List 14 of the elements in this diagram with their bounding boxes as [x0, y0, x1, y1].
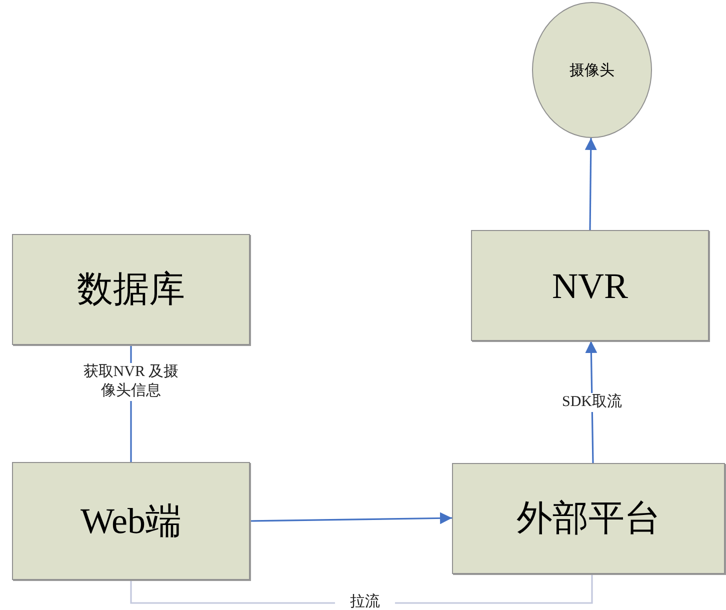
node-label: Web端 — [80, 500, 182, 542]
edge-label: SDK取流 — [562, 393, 622, 412]
node-label: NVR — [552, 264, 628, 306]
arrow — [584, 138, 597, 230]
process-box — [452, 463, 725, 574]
process-box — [12, 462, 250, 580]
node-label: 数据库 — [77, 268, 185, 311]
node-label: 摄像头 — [570, 62, 614, 80]
node-label: 外部平台 — [516, 497, 660, 540]
edge-label: 拉流 — [335, 593, 395, 610]
process-box — [471, 230, 709, 341]
arrow — [250, 512, 452, 524]
process-box — [12, 234, 250, 345]
connector-line — [130, 574, 593, 604]
